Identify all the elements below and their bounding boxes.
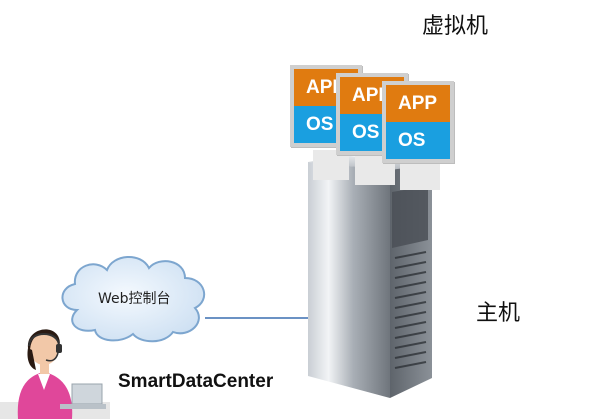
- cloud-icon: [61, 256, 206, 343]
- operator-headset-icon: [0, 329, 110, 419]
- vm-app-label: APP: [386, 85, 450, 122]
- vm-shadow: [400, 160, 440, 190]
- vm-shadow: [313, 150, 349, 180]
- cloud-label: Web控制台: [98, 291, 171, 307]
- vm-os-label: OS: [386, 122, 450, 159]
- host-label: 主机: [476, 301, 521, 326]
- vm-label: 虚拟机: [422, 14, 489, 39]
- console-title: SmartDataCenter: [118, 371, 274, 392]
- vm-card: APP OS: [382, 81, 454, 163]
- server-tower-icon: [308, 156, 432, 398]
